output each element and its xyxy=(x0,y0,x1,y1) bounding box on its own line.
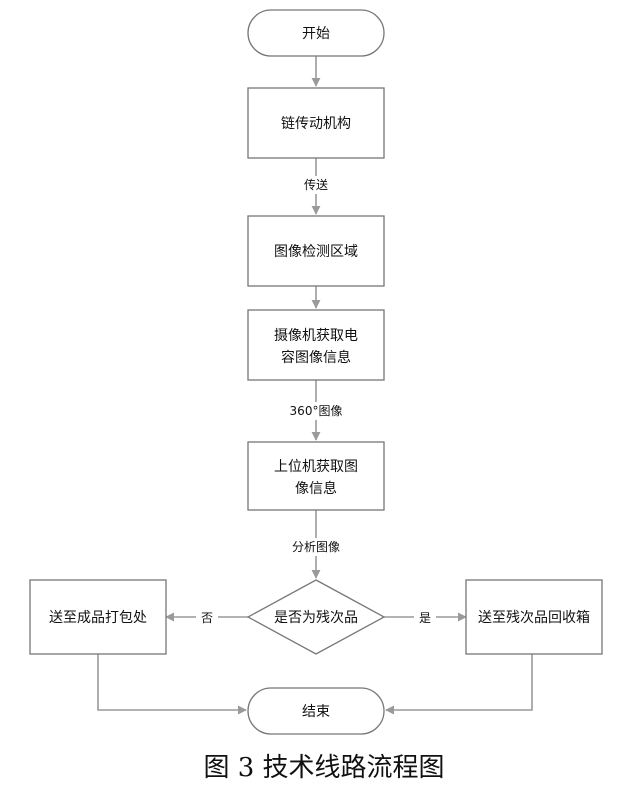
left-box xyxy=(29,579,167,655)
label-bg-no xyxy=(196,608,218,626)
edge-label-no: 否 xyxy=(201,611,213,625)
chain-box xyxy=(247,87,385,159)
label-bg-image360 xyxy=(282,402,350,420)
camera-box xyxy=(247,309,385,381)
label-bg-yes xyxy=(414,608,436,626)
edge-left-to-end xyxy=(97,654,247,715)
end-label: 结束 xyxy=(302,704,330,720)
label-bg-analyze xyxy=(284,538,348,556)
edge-label-yes: 是 xyxy=(419,611,431,625)
edge-label-transfer: 传送 xyxy=(304,177,328,192)
left-box-label: 送至成品打包处 xyxy=(49,609,147,626)
chain-label: 链传动机构 xyxy=(281,116,351,132)
label-bg-transfer xyxy=(300,176,332,194)
shapes xyxy=(29,9,603,735)
pc-box xyxy=(247,441,385,511)
pc-label-line1: 上位机获取图 xyxy=(274,459,358,475)
edge-right-to-end xyxy=(385,654,533,715)
edge-label-analyze: 分析图像 xyxy=(292,540,340,554)
detect-label: 图像检测区域 xyxy=(274,244,358,260)
pc-label-line2: 像信息 xyxy=(295,480,337,497)
right-box xyxy=(465,579,603,655)
end-terminator xyxy=(247,687,385,735)
detect-box xyxy=(247,215,385,287)
camera-label-line1: 摄像机获取电 xyxy=(274,328,358,344)
decision-label: 是否为残次品 xyxy=(274,610,358,626)
start-terminator xyxy=(247,9,385,57)
start-label: 开始 xyxy=(302,26,330,42)
edge-label-backgrounds xyxy=(196,176,436,626)
decision-diamond xyxy=(246,579,386,655)
node-labels: 开始 链传动机构 图像检测区域 摄像机获取电 容图像信息 上位机获取图 像信息 … xyxy=(49,26,590,720)
edge-labels: 传送 360°图像 分析图像 否 是 xyxy=(201,177,431,625)
figure-caption: 图 3 技术线路流程图 xyxy=(203,753,444,783)
right-box-label: 送至残次品回收箱 xyxy=(478,610,590,626)
camera-label-line2: 容图像信息 xyxy=(281,349,351,366)
edge-label-image360: 360°图像 xyxy=(290,404,343,418)
